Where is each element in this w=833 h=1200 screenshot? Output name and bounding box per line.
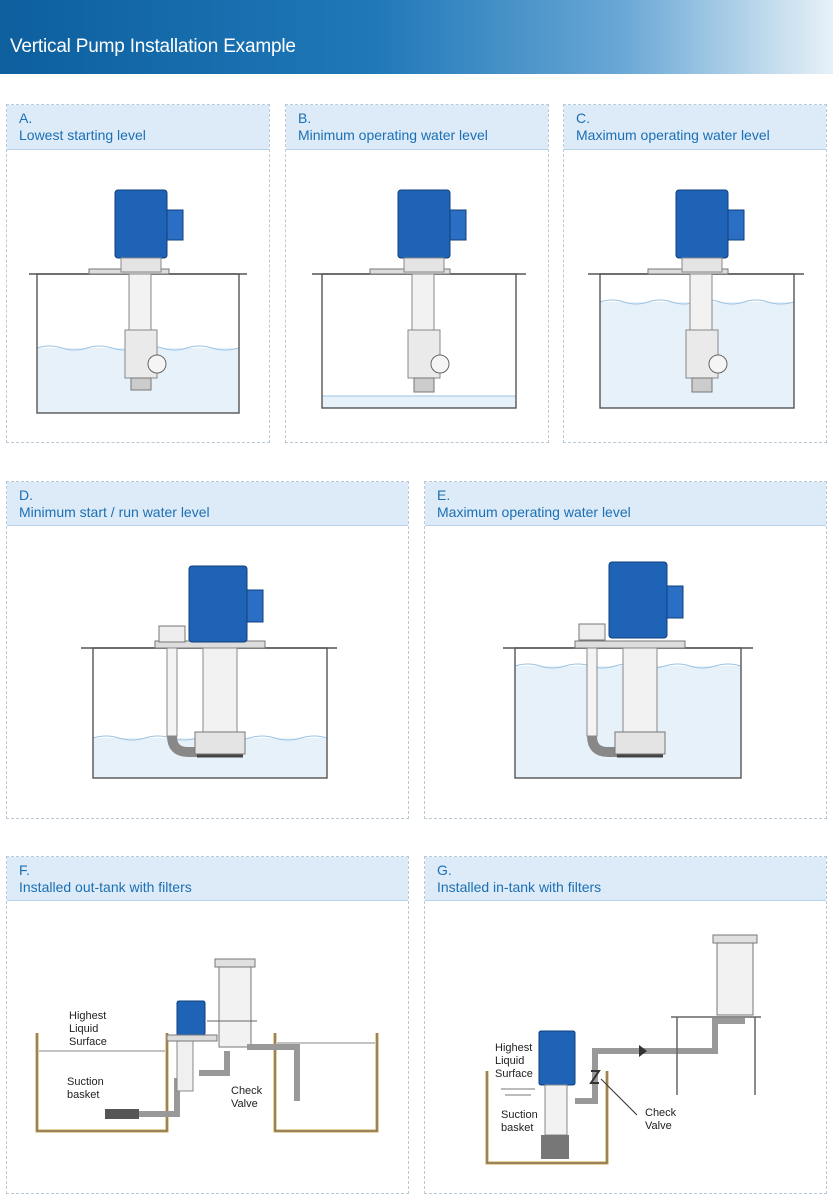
panel-e-letter: E. (437, 487, 451, 503)
panel-g-highest-note: Highest Liquid Surface (495, 1042, 533, 1081)
panel-g-suction-2: basket (501, 1122, 534, 1134)
panel-e-diagram (503, 561, 753, 779)
panel-c: C. Maximum operating water level (563, 104, 827, 443)
panel-c-header: C. Maximum operating water level (564, 105, 826, 150)
panel-g-check-2: Valve (645, 1120, 672, 1132)
panel-g-highest-2: Liquid (495, 1055, 525, 1067)
panel-e: E. Maximum operating water level (424, 481, 827, 819)
panel-f-check-2: Valve (231, 1098, 258, 1110)
panel-g-suction-note: Suction basket (501, 1109, 538, 1135)
panel-b-letter: B. (298, 110, 312, 126)
panel-b-label: Minimum operating water level (298, 127, 488, 143)
panel-e-header: E. Maximum operating water level (425, 482, 826, 526)
panel-f-label: Installed out-tank with filters (19, 879, 192, 895)
panel-a-header: A. Lowest starting level (7, 105, 269, 150)
panel-g-highest-1: Highest (495, 1042, 533, 1054)
panel-g-header: G. Installed in-tank with filters (425, 857, 826, 901)
header-banner: Vertical Pump Installation Example (0, 0, 833, 74)
panel-g: G. Installed in-tank with filters Highes… (424, 856, 827, 1194)
panel-f-header: F. Installed out-tank with filters (7, 857, 408, 901)
panel-c-letter: C. (576, 110, 590, 126)
panel-f-check-1: Check (231, 1085, 263, 1097)
panel-a-diagram (29, 189, 247, 414)
panel-a-label: Lowest starting level (19, 127, 146, 143)
panel-a-letter: A. (19, 110, 33, 126)
panel-g-highest-3: Surface (495, 1068, 533, 1080)
panel-f-highest-note: Highest Liquid Surface (69, 1010, 107, 1049)
panel-d-diagram (81, 565, 337, 779)
panel-c-diagram (588, 189, 804, 409)
panel-f-diagram (35, 958, 379, 1133)
panel-f: F. Installed out-tank with filters Highe… (6, 856, 409, 1194)
panel-f-suction-1: Suction (67, 1076, 104, 1088)
panel-f-suction-2: basket (67, 1089, 100, 1101)
panel-f-check-note: Check Valve (231, 1085, 262, 1111)
panel-f-highest-1: Highest (69, 1010, 107, 1022)
panel-f-letter: F. (19, 862, 30, 878)
panel-f-highest-2: Liquid (69, 1023, 99, 1035)
panel-f-highest-3: Surface (69, 1036, 107, 1048)
panel-g-letter: G. (437, 862, 452, 878)
panel-d: D. Minimum start / run water level (6, 481, 409, 819)
panel-g-suction-1: Suction (501, 1109, 538, 1121)
panel-g-diagram (485, 934, 761, 1165)
panel-d-header: D. Minimum start / run water level (7, 482, 408, 526)
panel-f-suction-note: Suction basket (67, 1076, 104, 1102)
panel-g-check-note: Check Valve (645, 1107, 676, 1133)
panel-d-letter: D. (19, 487, 33, 503)
panel-b: B. Minimum operating water level (285, 104, 549, 443)
panel-g-check-1: Check (645, 1107, 677, 1119)
panel-a: A. Lowest starting level (6, 104, 270, 443)
panel-e-label: Maximum operating water level (437, 504, 631, 520)
page-title: Vertical Pump Installation Example (10, 36, 296, 57)
panel-b-diagram (312, 189, 526, 409)
panel-b-header: B. Minimum operating water level (286, 105, 548, 150)
panel-c-label: Maximum operating water level (576, 127, 770, 143)
panel-g-label: Installed in-tank with filters (437, 879, 602, 895)
panel-d-label: Minimum start / run water level (19, 504, 210, 520)
